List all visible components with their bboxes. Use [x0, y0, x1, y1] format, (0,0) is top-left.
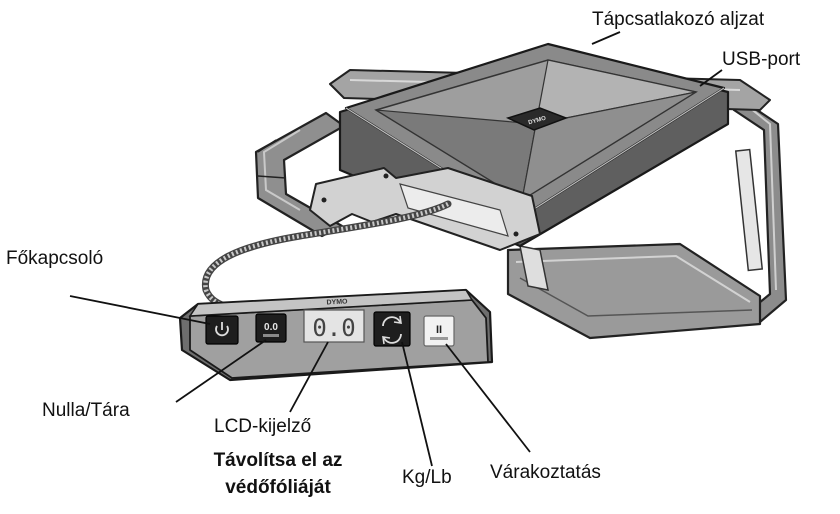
leader-usb-port — [699, 69, 723, 87]
power-button[interactable] — [205, 315, 239, 345]
label-remove-film-line2: védőfóliáját — [225, 477, 331, 498]
leader-lcd — [289, 341, 329, 413]
label-zero-tare: Nulla/Tára — [42, 400, 130, 421]
label-remove-film-line1: Távolítsa el az — [213, 450, 343, 471]
hold-button[interactable]: II — [423, 315, 455, 347]
label-hold: Várakoztatás — [490, 462, 601, 483]
leader-hold — [445, 343, 531, 453]
handle-front-frame — [506, 242, 762, 340]
lcd-readout: 0.0 — [312, 314, 355, 342]
kg-lb-button[interactable] — [373, 311, 411, 347]
tare-key-caption-bar — [263, 334, 279, 337]
zero-tare-key-text: 0.0 — [264, 322, 278, 333]
label-kg-lb: Kg/Lb — [402, 467, 452, 488]
leader-power-socket — [591, 31, 621, 45]
platform-brand-logo: DYMO — [528, 116, 547, 127]
leader-kg-lb — [401, 341, 433, 467]
label-lcd-display: LCD-kijelző — [214, 416, 312, 437]
display-brand-logo: DYMO — [326, 298, 348, 306]
hold-key-caption-bar — [430, 337, 448, 340]
label-power-socket: Tápcsatlakozó aljzat — [592, 9, 765, 30]
hold-key-symbol: II — [436, 324, 442, 336]
leader-main-switch — [69, 295, 211, 325]
label-main-switch: Főkapcsoló — [6, 248, 104, 269]
leader-zero-tare — [175, 339, 267, 403]
power-icon — [215, 322, 229, 337]
leader-lines — [69, 31, 723, 467]
lcd-display: 0.0 — [303, 309, 365, 343]
zero-tare-button[interactable]: 0.0 — [255, 313, 287, 343]
unit-switch-arrows-icon — [382, 315, 402, 345]
label-usb-port: USB-port — [722, 49, 801, 70]
